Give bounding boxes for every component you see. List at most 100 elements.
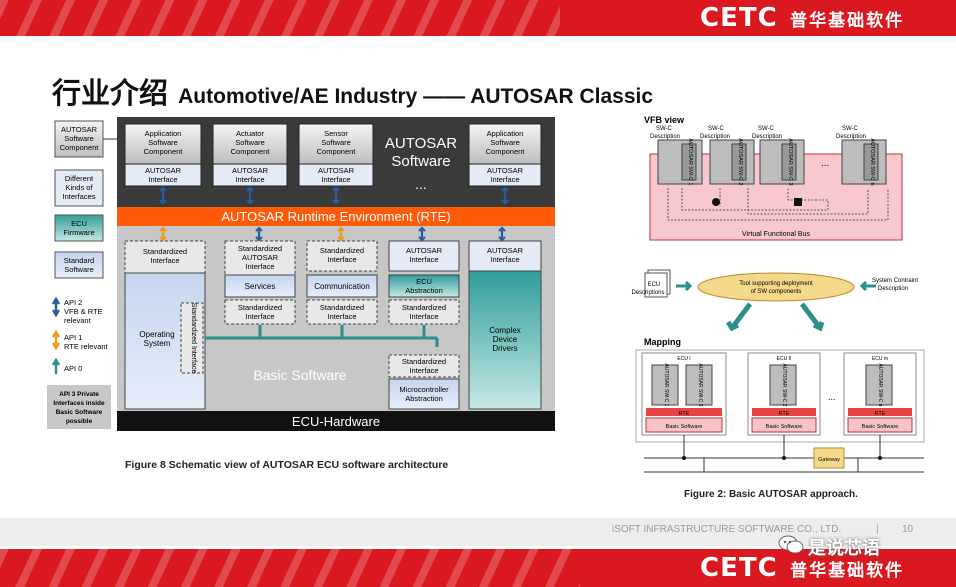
rte-label: AUTOSAR Runtime Environment (RTE) xyxy=(221,209,450,224)
api1-l1: API 1 xyxy=(64,333,82,342)
svg-text:Software: Software xyxy=(235,138,265,147)
svg-text:Basic Software: Basic Software xyxy=(766,424,803,430)
autosar-ecu-architecture-figure: AUTOSAR Software Component Different Kin… xyxy=(47,117,555,471)
ecu-2: ECU II AUTOSAR SW-C 2 RTE Basic Software xyxy=(747,352,821,436)
svg-text:AUTOSAR SW-C 2: AUTOSAR SW-C 2 xyxy=(737,138,743,185)
svg-text:Description: Description xyxy=(650,134,680,140)
complex-drivers-column: AUTOSAR Interface Complex Device Drivers xyxy=(468,240,542,410)
svg-text:RTE: RTE xyxy=(875,411,886,417)
svg-text:Software: Software xyxy=(321,138,351,147)
api2-arrow-icon xyxy=(51,296,61,318)
svg-text:Interface: Interface xyxy=(327,255,356,264)
legend-if-l2: Kinds of xyxy=(65,183,93,192)
svg-text:Standardized: Standardized xyxy=(238,244,282,253)
footer-cetc-logo: CETC 普华基础软件 xyxy=(700,553,905,583)
page-number: 10 xyxy=(902,524,914,535)
svg-text:Interface: Interface xyxy=(490,255,519,264)
figure2-caption: Figure 2: Basic AUTOSAR approach. xyxy=(684,489,858,500)
footer-red-bar: CETC 普华基础软件 xyxy=(0,549,956,587)
svg-text:AUTOSAR: AUTOSAR xyxy=(232,166,269,175)
watermark-text: 是说芯语 xyxy=(808,538,880,559)
mapping-label: Mapping xyxy=(644,337,681,347)
svg-text:AUTOSAR: AUTOSAR xyxy=(406,246,443,255)
svg-text:Interface: Interface xyxy=(245,312,274,321)
legend-swc-l3: Component xyxy=(60,143,100,152)
svg-text:Component: Component xyxy=(486,147,526,156)
figure8-caption: Figure 8 Schematic view of AUTOSAR ECU s… xyxy=(125,459,448,471)
svg-text:Communication: Communication xyxy=(314,282,370,291)
title-en: Automotive/AE Industry —— AUTOSAR Classi… xyxy=(178,85,654,108)
vfb-view-label: VFB view xyxy=(644,115,685,125)
swc-component-2: Actuator Software Component AUTOSAR Inte… xyxy=(212,123,288,187)
svg-text:AUTOSAR SW-C 3: AUTOSAR SW-C 3 xyxy=(697,364,703,407)
ecu-descriptions: ECU Descriptions xyxy=(631,269,671,298)
vfb-bus-label: Virtual Functional Bus xyxy=(742,231,810,238)
api1-l2: RTE relevant xyxy=(64,342,109,351)
api2-l1: API 2 xyxy=(64,298,82,307)
footer-separator: | xyxy=(876,524,879,535)
svg-text:AUTOSAR SW-C 3: AUTOSAR SW-C 3 xyxy=(787,138,793,185)
gateway-box xyxy=(813,447,845,469)
svg-text:Interface: Interface xyxy=(321,175,350,184)
svg-text:Standardized: Standardized xyxy=(143,247,187,256)
api3-box xyxy=(47,385,111,429)
vfb-connections xyxy=(667,188,889,221)
svg-text:AUTOSAR: AUTOSAR xyxy=(318,166,355,175)
svg-text:SW-C: SW-C xyxy=(656,126,673,132)
api3-l1: API 3 Private xyxy=(59,391,99,398)
svg-text:Standardized: Standardized xyxy=(320,246,364,255)
svg-text:Services: Services xyxy=(245,282,276,291)
svg-text:Interface: Interface xyxy=(409,366,438,375)
sys-constraint-l2: Description xyxy=(878,286,908,292)
svg-text:Standardized: Standardized xyxy=(320,303,364,312)
legend-swc-l2: Software xyxy=(64,134,94,143)
svg-text:Standardized: Standardized xyxy=(402,303,446,312)
legend-fw-l1: ECU xyxy=(71,219,87,228)
api3-l4: possible xyxy=(66,418,93,425)
mcu-abstraction-column: Standardized Interface Microcontroller A… xyxy=(388,354,460,410)
svg-text:Description: Description xyxy=(700,134,730,140)
vfb-port-square xyxy=(794,198,802,206)
tool-l1: Tool supporting deployment xyxy=(739,281,813,287)
api0-l1: API 0 xyxy=(64,364,82,373)
svg-text:AUTOSAR: AUTOSAR xyxy=(242,253,279,262)
title-cn: 行业介绍 xyxy=(52,76,169,110)
ecu-hardware-bar xyxy=(117,411,555,431)
cetc-logo: CETC 普华基础软件 xyxy=(700,3,905,33)
svg-text:Interface: Interface xyxy=(245,262,274,271)
legend-firmware-box xyxy=(54,214,104,242)
rte-bar xyxy=(117,207,555,226)
slide-title: 行业介绍 Automotive/AE Industry —— AUTOSAR C… xyxy=(52,70,653,112)
svg-text:RTE: RTE xyxy=(679,411,690,417)
arrow-down-left-icon xyxy=(725,302,752,332)
svg-text:Standardized Interface: Standardized Interface xyxy=(190,303,197,374)
svg-text:Descriptions: Descriptions xyxy=(631,290,664,296)
svg-text:AUTOSAR SW-C n: AUTOSAR SW-C n xyxy=(877,364,883,407)
os-column: Standardized Interface Operating System … xyxy=(124,240,206,410)
autosar-software-l2: Software xyxy=(391,153,450,170)
ecu-1: ECU I AUTOSAR SW-C 1 AUTOSAR SW-C 3 RTE … xyxy=(641,352,727,436)
svg-text:Standardized: Standardized xyxy=(402,357,446,366)
arrow-sys-constraint-icon xyxy=(859,280,876,292)
svg-text:Abstraction: Abstraction xyxy=(405,394,443,403)
api0-connector-lines xyxy=(205,325,439,347)
communication-column: Standardized Interface Communication Sta… xyxy=(306,240,378,325)
svg-text:AUTOSAR SW-C 1: AUTOSAR SW-C 1 xyxy=(687,138,693,185)
mapping-ellipsis: ... xyxy=(828,392,836,402)
svg-text:System: System xyxy=(144,339,171,348)
vfb-swc-boxes: AUTOSAR SW-C 1 AUTOSAR SW-C 2 AUTOSAR SW… xyxy=(657,138,887,186)
svg-text:Component: Component xyxy=(231,147,271,156)
svg-text:ECU m: ECU m xyxy=(872,356,888,362)
svg-text:Interface: Interface xyxy=(150,256,179,265)
svg-text:Software: Software xyxy=(490,138,520,147)
api2-l3: relevant xyxy=(64,316,92,325)
svg-text:Interface: Interface xyxy=(490,175,519,184)
api3-l3: Basic Software xyxy=(56,409,103,416)
footer-company: iSOFT INFRASTRUCTURE SOFTWARE CO., LTD. xyxy=(612,524,842,535)
svg-text:Actuator: Actuator xyxy=(236,129,264,138)
api-arrows-below-rte xyxy=(159,226,506,242)
svg-text:Device: Device xyxy=(493,335,518,344)
sys-constraint-l1: System Contraint xyxy=(872,278,918,284)
